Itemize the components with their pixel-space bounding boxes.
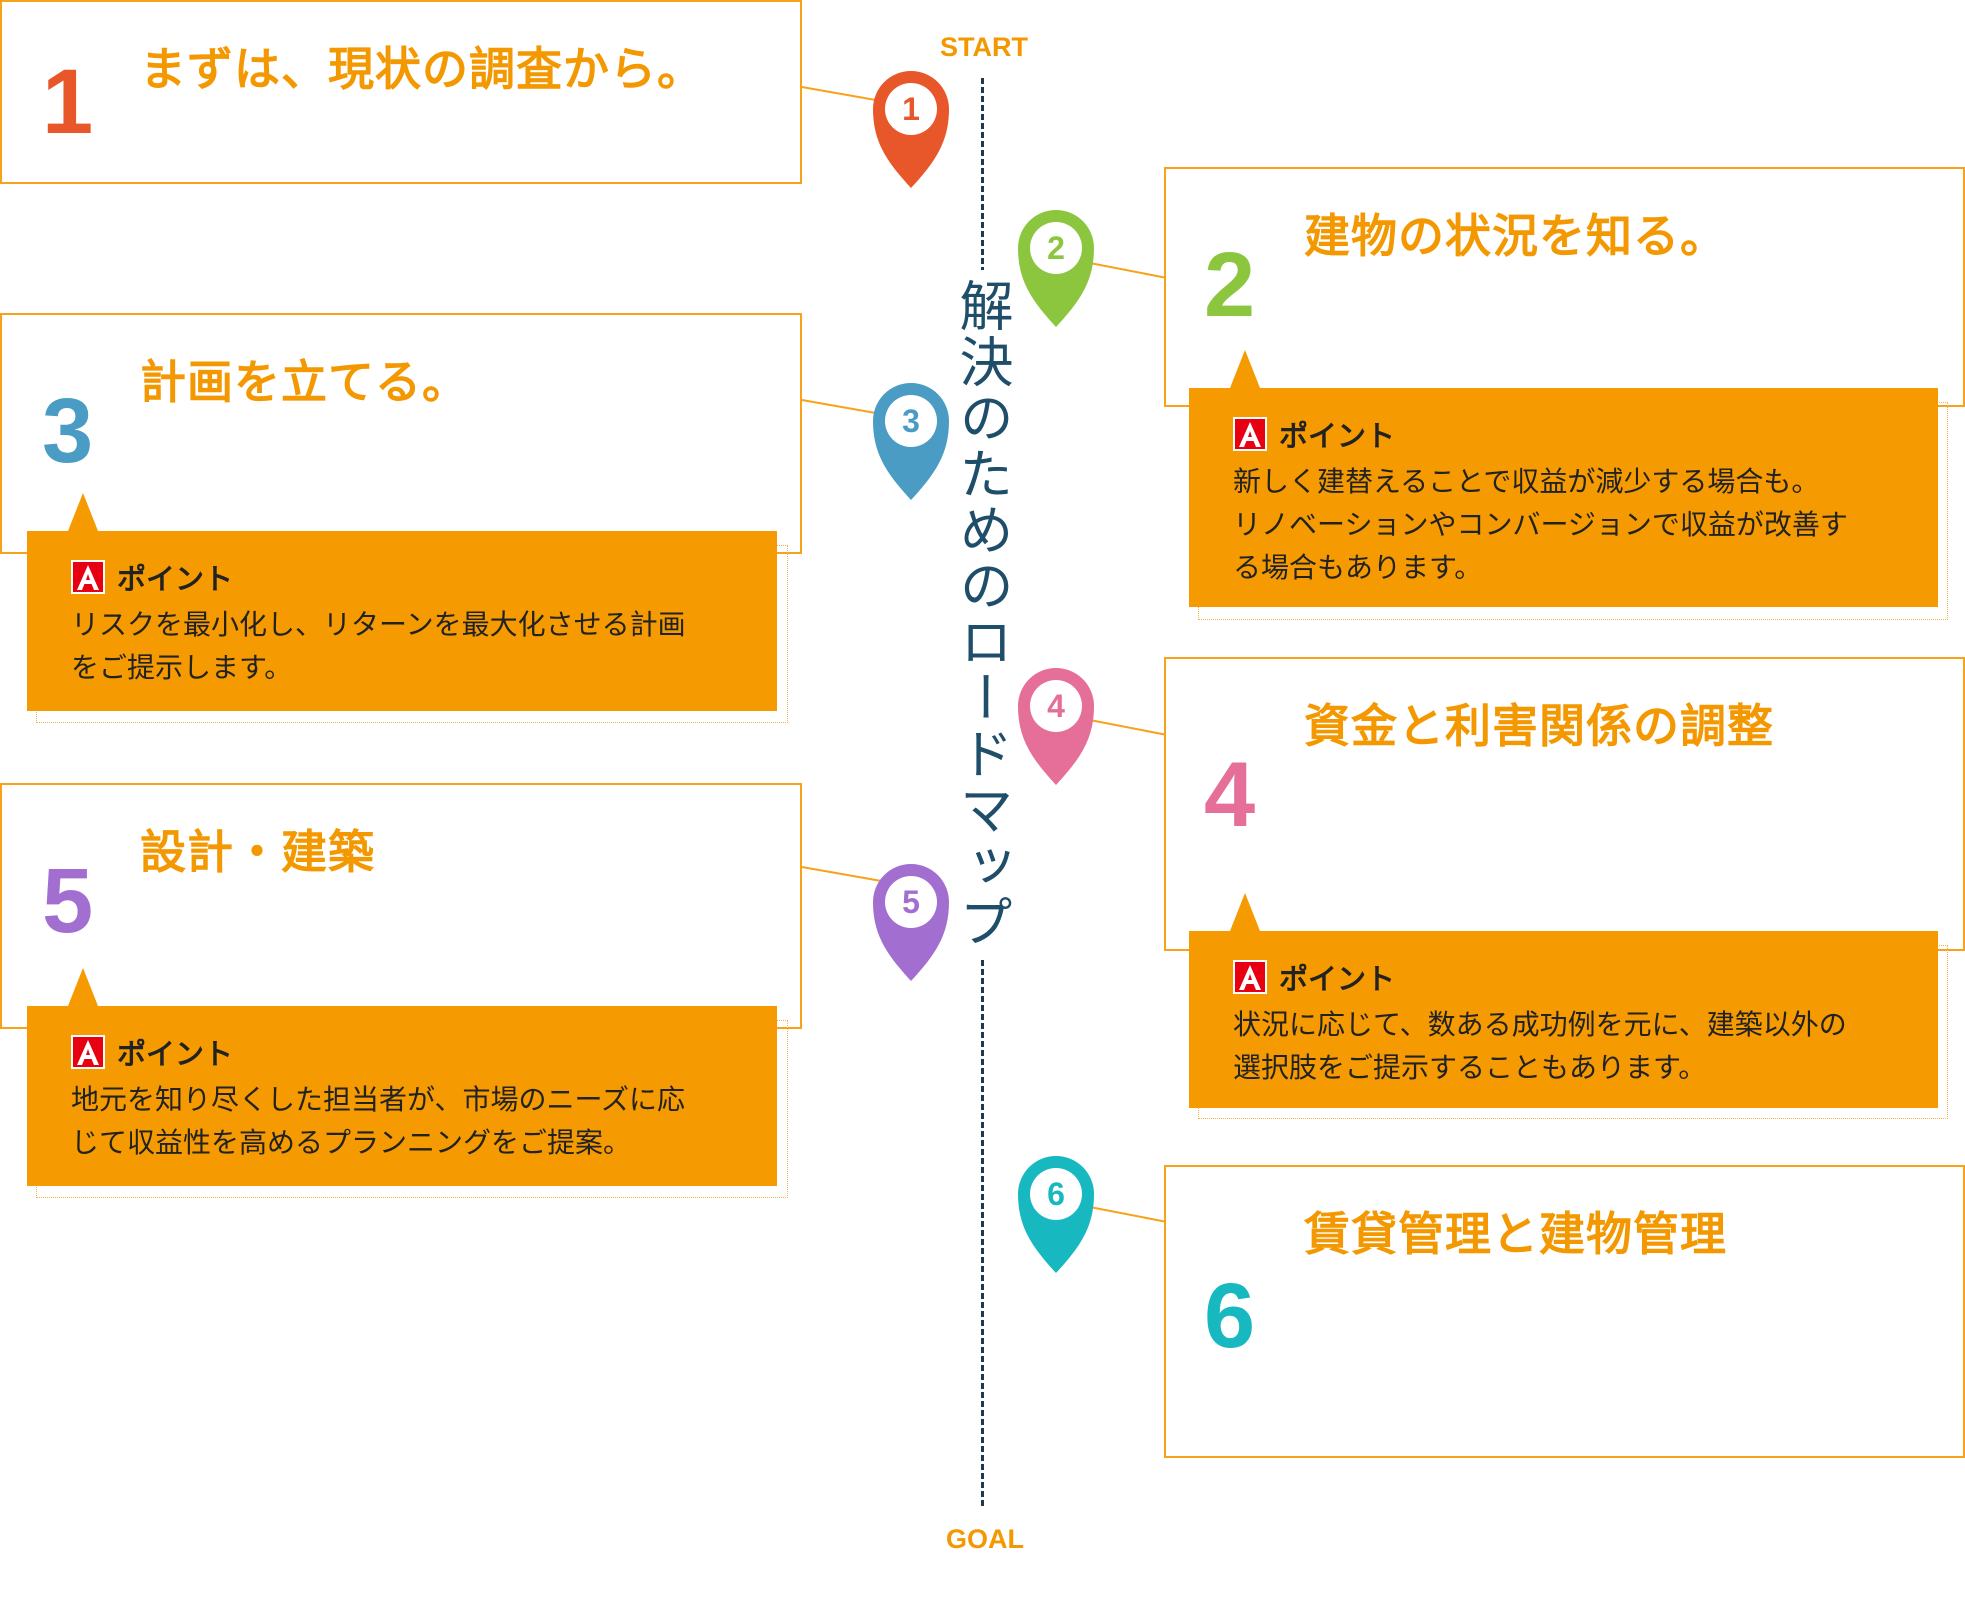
step-2-number: 2	[1204, 234, 1256, 336]
pin-number-5: 5	[902, 884, 920, 920]
pin-number-6: 6	[1047, 1176, 1065, 1212]
step-4-point: ポイント 状況に応じて、数ある成功例を元に、建築以外の 選択肢をご提示することも…	[1189, 931, 1938, 1108]
step-2-point-text: 新しく建替えることで収益が減少する場合も。 リノベーションやコンバージョンで収益…	[1233, 465, 1848, 584]
connector-4	[1089, 719, 1167, 736]
step-1-card: 1 まずは、現状の調査から。	[0, 0, 802, 184]
step-4-card: 4 資金と利害関係の調整	[1164, 657, 1965, 951]
step-5-point: ポイント 地元を知り尽くした担当者が、市場のニーズに応 じて収益性を高めるプラン…	[27, 1006, 777, 1186]
connector-3	[801, 399, 881, 415]
connector-2	[1089, 262, 1167, 279]
step-2-title: 建物の状況を知る。	[1304, 209, 1727, 263]
step-1-number: 1	[42, 51, 94, 153]
pin-number-3: 3	[902, 403, 920, 439]
step-3-point-label: ポイント	[117, 562, 234, 596]
step-5-title: 設計・建築	[140, 825, 375, 879]
goal-label: GOAL	[946, 1524, 1024, 1554]
step-4-point-text: 状況に応じて、数ある成功例を元に、建築以外の 選択肢をご提示することもあります。	[1233, 1008, 1847, 1084]
step-3-title: 計画を立てる。	[140, 355, 469, 409]
step-3-point-text: リスクを最小化し、リターンを最大化させる計画 をご提示します。	[71, 608, 686, 684]
step-5-point-text: 地元を知り尽くした担当者が、市場のニーズに応 じて収益性を高めるプランニングをご…	[71, 1083, 686, 1159]
roadmap-title: 解決のためのロードマップ	[946, 270, 1016, 958]
letter-a-badge-icon	[1233, 417, 1267, 451]
step-5-number: 5	[42, 850, 94, 952]
step-5-point-arrow	[68, 968, 98, 1006]
start-label: START	[940, 32, 1028, 62]
step-4-point-label: ポイント	[1279, 962, 1396, 996]
pin-number-1: 1	[902, 91, 920, 127]
step-2-card: 2 建物の状況を知る。	[1164, 167, 1965, 407]
step-3-card: 3 計画を立てる。	[0, 313, 802, 554]
connector-6	[1089, 1206, 1167, 1223]
connector-5	[801, 866, 881, 882]
step-4-title: 資金と利害関係の調整	[1304, 699, 1774, 753]
step-2-point: ポイント 新しく建替えることで収益が減少する場合も。 リノベーションやコンバージ…	[1189, 388, 1938, 607]
step-4-number: 4	[1204, 744, 1256, 846]
map-pin-icon: 2	[1018, 210, 1094, 327]
connector-1	[801, 86, 881, 102]
letter-a-badge-icon	[71, 560, 105, 594]
pin-number-4: 4	[1047, 688, 1065, 724]
pin-number-2: 2	[1047, 230, 1065, 266]
map-pin-icon: 1	[873, 71, 949, 188]
step-5-point-label: ポイント	[117, 1037, 234, 1071]
step-3-number: 3	[42, 380, 94, 482]
step-3-point: ポイント リスクを最小化し、リターンを最大化させる計画 をご提示します。	[27, 531, 777, 711]
map-pin-icon: 4	[1018, 668, 1094, 785]
step-1-title: まずは、現状の調査から。	[140, 42, 704, 96]
letter-a-badge-icon	[71, 1035, 105, 1069]
map-pin-icon: 6	[1018, 1156, 1094, 1273]
step-3-point-arrow	[68, 493, 98, 531]
step-6-card: 6 賃貸管理と建物管理	[1164, 1165, 1965, 1458]
step-6-title: 賃貸管理と建物管理	[1304, 1207, 1727, 1261]
step-5-card: 5 設計・建築	[0, 783, 802, 1029]
letter-a-badge-icon	[1233, 960, 1267, 994]
map-pin-icon: 3	[873, 383, 949, 500]
step-6-number: 6	[1204, 1265, 1256, 1367]
map-pin-icon: 5	[873, 864, 949, 981]
step-4-point-arrow	[1230, 893, 1260, 931]
step-2-point-label: ポイント	[1279, 419, 1396, 453]
step-2-point-arrow	[1230, 350, 1260, 388]
